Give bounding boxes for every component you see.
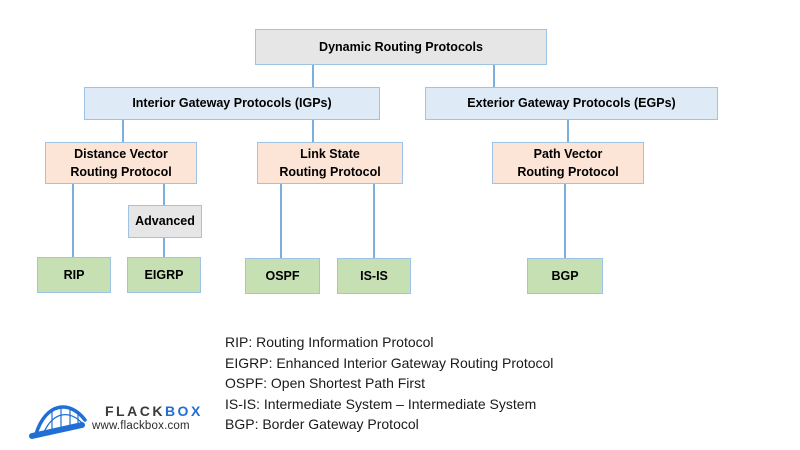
legend-line-eigrp: EIGRP: Enhanced Interior Gateway Routing… bbox=[225, 354, 554, 371]
node-link-state: Link State Routing Protocol bbox=[257, 142, 403, 184]
node-dynamic-routing-protocols: Dynamic Routing Protocols bbox=[255, 29, 547, 65]
legend-line-isis: IS-IS: Intermediate System – Intermediat… bbox=[225, 395, 537, 412]
legend-line-bgp: BGP: Border Gateway Protocol bbox=[225, 416, 419, 432]
legend-line-ospf: OSPF: Open Shortest Path First bbox=[225, 375, 425, 391]
node-interior-gateway-protocols: Interior Gateway Protocols (IGPs) bbox=[84, 87, 380, 120]
node-eigrp: EIGRP bbox=[127, 257, 201, 293]
node-ospf: OSPF bbox=[245, 258, 320, 294]
node-rip: RIP bbox=[37, 257, 111, 293]
node-exterior-gateway-protocols: Exterior Gateway Protocols (EGPs) bbox=[425, 87, 718, 120]
brand-name: FLACKBOX bbox=[105, 403, 203, 419]
node-bgp: BGP bbox=[527, 258, 603, 294]
protocol-legend: RIP: Routing Information Protocol EIGRP:… bbox=[225, 332, 553, 435]
node-distance-vector: Distance Vector Routing Protocol bbox=[45, 142, 197, 184]
brand-url: www.flackbox.com bbox=[92, 420, 190, 432]
brand-first: FLACK bbox=[105, 403, 165, 419]
node-path-vector: Path Vector Routing Protocol bbox=[492, 142, 644, 184]
legend-line-rip: RIP: Routing Information Protocol bbox=[225, 334, 434, 350]
brand-second: BOX bbox=[164, 403, 203, 419]
node-advanced: Advanced bbox=[128, 205, 202, 238]
flackbox-logo: FLACKBOX www.flackbox.com bbox=[28, 396, 208, 444]
bridge-icon bbox=[29, 405, 87, 439]
node-isis: IS-IS bbox=[337, 258, 411, 294]
